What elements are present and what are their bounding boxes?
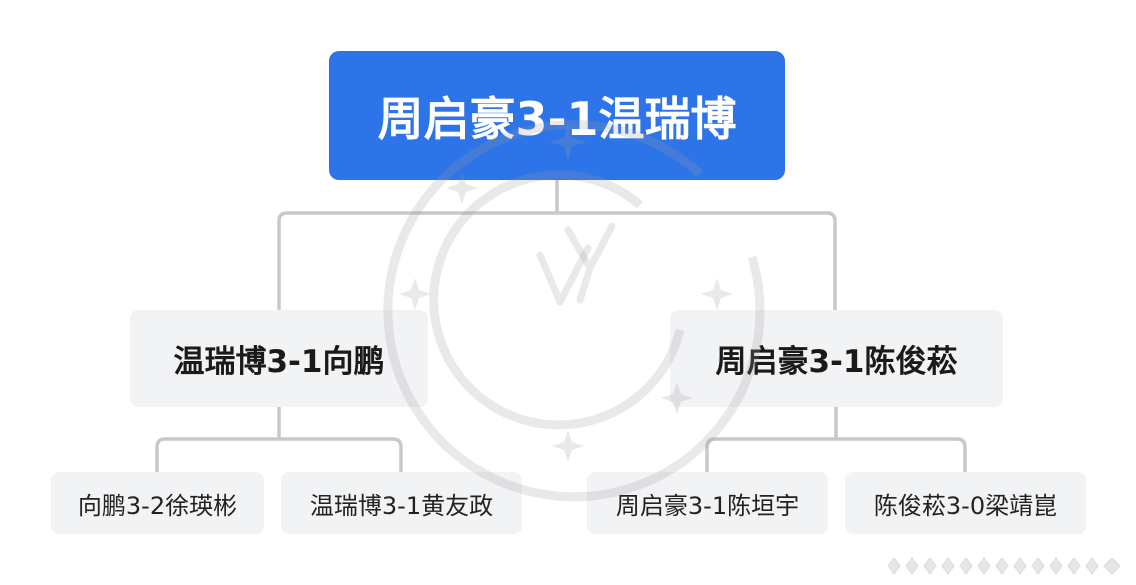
- root-node: 周启豪3-1温瑞博: [329, 51, 785, 180]
- left-branch-node: 温瑞博3-1向鹏: [130, 310, 428, 407]
- left-branch-label: 温瑞博3-1向鹏: [173, 344, 385, 380]
- right-branch-node: 周启豪3-1陈俊菘: [670, 310, 1003, 407]
- root-node-label: 周启豪3-1温瑞博: [377, 91, 737, 146]
- connector-right: [705, 404, 967, 474]
- leaf-label: 向鹏3-2徐瑛彬: [77, 491, 238, 520]
- leaf-label: 温瑞博3-1黄友政: [309, 491, 494, 520]
- leaf-label: 周启豪3-1陈垣宇: [615, 491, 800, 520]
- connector-left: [155, 404, 403, 474]
- leaf-node-right-2: 陈俊菘3-0梁靖崑: [845, 472, 1086, 534]
- right-branch-label: 周启豪3-1陈俊菘: [715, 344, 958, 380]
- leaf-node-right-1: 周启豪3-1陈垣宇: [587, 472, 828, 534]
- leaf-node-left-2: 温瑞博3-1黄友政: [281, 472, 522, 534]
- leaf-node-left-1: 向鹏3-2徐瑛彬: [51, 472, 264, 534]
- progress-dots-icon: [887, 557, 1121, 575]
- leaf-label: 陈俊菘3-0梁靖崑: [873, 491, 1058, 520]
- connector-root: [277, 178, 837, 312]
